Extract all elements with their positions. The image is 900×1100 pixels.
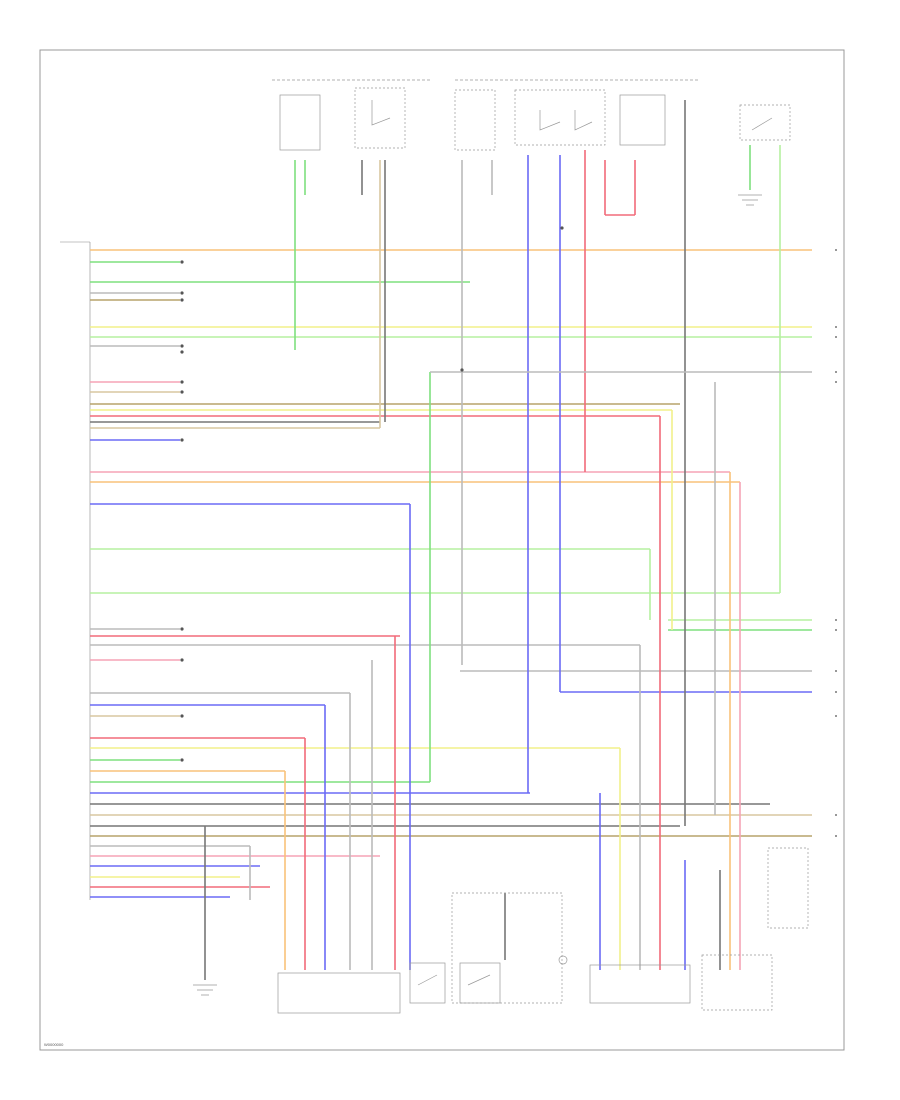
switch-top-right	[739, 104, 791, 141]
component-box-2	[589, 964, 691, 1004]
switch-box-1	[409, 962, 446, 1004]
fuse-3	[619, 94, 666, 146]
top-components	[272, 79, 791, 206]
switch-box-2	[459, 962, 501, 1004]
relay-2	[514, 89, 606, 146]
ground-symbol-bottom	[193, 984, 217, 996]
fuse-2	[454, 89, 496, 151]
switch-box-2-contact	[467, 974, 491, 986]
ecm-connector-pins	[60, 241, 91, 900]
switch-top-right-contact	[751, 117, 773, 131]
diagram-code: W0000000	[44, 1042, 64, 1047]
ground-symbol-top	[738, 194, 762, 206]
bottom-components	[193, 847, 809, 1014]
right-edge-connections	[835, 249, 837, 837]
sensor-small	[558, 955, 568, 965]
component-box-4	[767, 847, 809, 929]
relay-2-switch	[539, 110, 593, 131]
relay-1	[354, 87, 406, 149]
diagram-frame	[39, 49, 845, 1051]
switch-box-1-contact	[417, 974, 438, 986]
fuse-1	[279, 94, 321, 151]
horizontal-wires	[90, 249, 812, 898]
component-box-1	[277, 972, 401, 1014]
relay-1-switch	[371, 100, 391, 126]
switch-box-2-outline	[451, 892, 563, 1004]
component-box-3	[701, 954, 773, 1011]
splice-markers	[180, 226, 564, 762]
vertical-wires	[204, 100, 812, 980]
